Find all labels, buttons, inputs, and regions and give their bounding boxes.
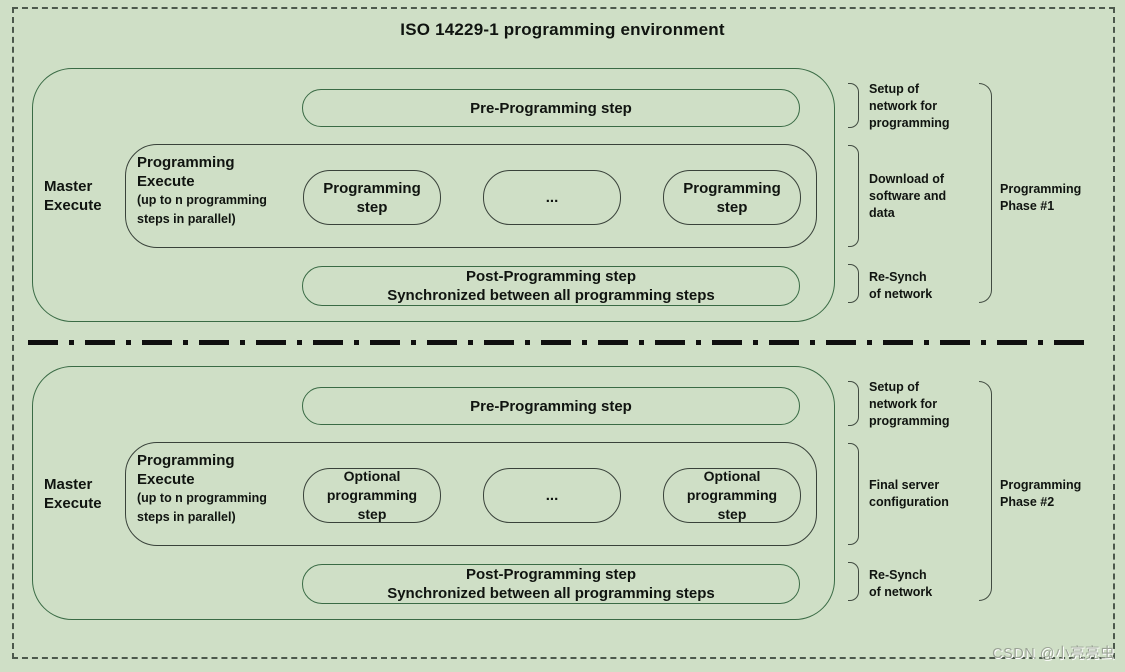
phase1-ellipsis-step: ... [483,170,621,225]
phase2-programming-execute-box [125,442,817,546]
phase1-master-label: Master Execute [44,178,102,214]
phase1-annotation-download: Download of software and data [869,172,947,220]
phase1-programming-step-1: Programming step [303,170,441,225]
phase1-programming-execute-box [125,144,817,248]
outer-dashed-frame [12,7,1115,659]
phase2-annotation-setup: Setup of network for programming [869,380,950,428]
phase2-annotation-final-config: Final server configuration [869,478,949,509]
phase2-execute-title: Programming Execute [137,452,235,488]
csdn-watermark: CSDN @小亮亮虫 [992,646,1115,662]
phase2-programming-execute-text: Programming Execute (up to n programming… [137,451,297,527]
phase2-phase-label: Programming Phase #2 [1000,478,1082,509]
phase2-ellipsis-step: ... [483,468,621,523]
phase1-programming-execute-text: Programming Execute (up to n programming… [137,153,297,229]
phase2-bracket-resynch [848,562,859,601]
phase2-pre-programming-step: Pre-Programming step [302,387,800,425]
phase2-optional-step-2: Optional programming step [663,468,801,523]
phase1-bracket-resynch [848,264,859,303]
phase1-execute-subtitle: (up to n programming steps in parallel) [137,193,267,226]
phase1-phase-label: Programming Phase #1 [1000,182,1082,213]
phase2-bracket-setup [848,381,859,426]
phase1-bracket-download [848,145,859,247]
phase2-optional-step-1: Optional programming step [303,468,441,523]
phase2-master-label: Master Execute [44,476,102,512]
phase1-phase-bracket [979,83,992,303]
phase2-master-box [32,366,835,620]
phase1-master-box [32,68,835,322]
phase2-phase-bracket [979,381,992,601]
phase1-bracket-setup [848,83,859,128]
phase1-programming-step-2: Programming step [663,170,801,225]
phase1-annotation-setup: Setup of network for programming [869,82,950,130]
phase1-pre-programming-step: Pre-Programming step [302,89,800,127]
phase2-annotation-resynch: Re-Synch of network [869,568,933,599]
phase2-post-programming-step: Post-Programming step Synchronized betwe… [302,564,800,604]
phase1-post-programming-step: Post-Programming step Synchronized betwe… [302,266,800,306]
phase-separator-dash-dot-line [28,340,1090,345]
phase2-bracket-final-config [848,443,859,545]
phase2-execute-subtitle: (up to n programming steps in parallel) [137,491,267,524]
phase1-annotation-resynch: Re-Synch of network [869,270,933,301]
diagram-title: ISO 14229-1 programming environment [400,20,725,39]
phase1-execute-title: Programming Execute [137,154,235,190]
